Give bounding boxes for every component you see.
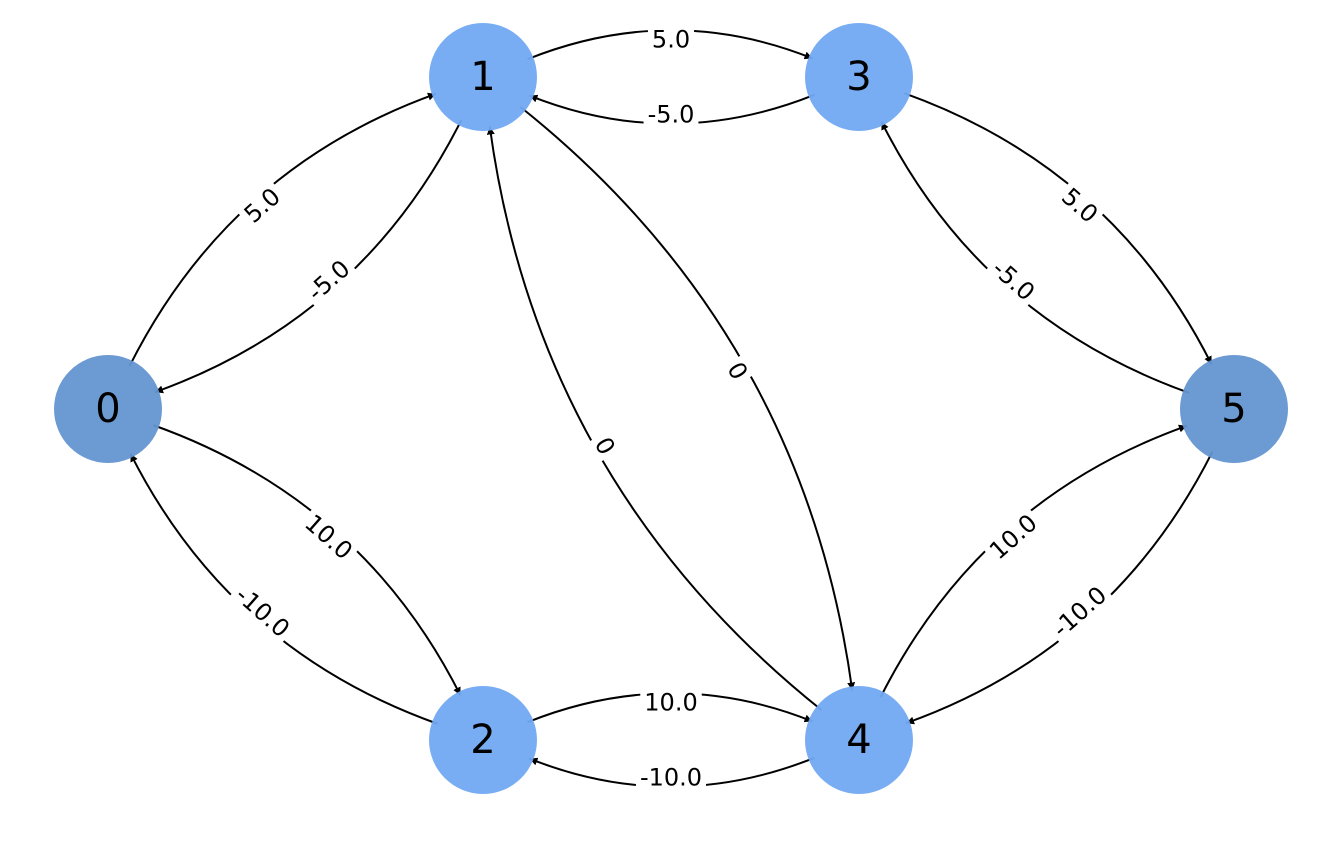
node-2-circle <box>429 686 537 794</box>
edge-label-1-to-3: 5.0 <box>647 23 695 56</box>
edge-label-text: 5.0 <box>1056 182 1103 228</box>
node-3: 3 <box>805 23 913 131</box>
edge-label-text: 5.0 <box>652 25 690 53</box>
edge-label-background <box>234 178 291 233</box>
edge-label-4-to-1: 0 <box>585 428 625 465</box>
node-0: 0 <box>54 355 162 463</box>
node-1-circle <box>429 23 537 131</box>
edge-label-text: -10.0 <box>640 764 702 792</box>
node-4: 4 <box>805 686 913 794</box>
node-5: 5 <box>1180 355 1288 463</box>
node-4-label: 4 <box>846 717 871 763</box>
edges-layer <box>128 29 1214 788</box>
node-2: 2 <box>429 686 537 794</box>
edge-label-1-to-4: 0 <box>717 352 757 389</box>
edge-label-text: -5.0 <box>648 101 695 129</box>
node-4-circle <box>805 686 913 794</box>
edge-label-3-to-5: 5.0 <box>1051 178 1108 233</box>
node-2-label: 2 <box>470 717 495 763</box>
edge-label-background <box>979 504 1048 570</box>
edge-label-background <box>585 428 625 465</box>
edge-label-text: 10.0 <box>644 688 697 716</box>
edge-label-0-to-2: 10.0 <box>294 504 363 570</box>
edge-label-background <box>297 250 360 311</box>
edge-label-background <box>294 504 363 570</box>
edge-label-background <box>1051 178 1108 233</box>
edge-label-4-to-5: 10.0 <box>979 504 1048 570</box>
node-0-label: 0 <box>95 386 120 432</box>
node-3-circle <box>805 23 913 131</box>
edge-label-4-to-2: -10.0 <box>635 761 707 794</box>
edge-label-background <box>643 98 699 131</box>
edge-label-5-to-4: -10.0 <box>1042 576 1117 648</box>
node-3-label: 3 <box>846 54 871 100</box>
node-5-circle <box>1180 355 1288 463</box>
edge-label-2-to-4: 10.0 <box>640 686 702 719</box>
edge-label-background <box>635 761 707 794</box>
edge-labels-layer: 5.0-5.010.0-10.05.0-5.00010.0-10.05.0-5.… <box>225 23 1117 794</box>
edge-label-text: 5.0 <box>239 182 286 228</box>
node-5-label: 5 <box>1221 386 1246 432</box>
nodes-layer: 0 1 2 3 4 5 <box>54 23 1288 794</box>
node-1: 1 <box>429 23 537 131</box>
node-1-label: 1 <box>470 54 495 100</box>
edge-label-5-to-3: -5.0 <box>982 250 1045 311</box>
edge-label-background <box>647 23 695 56</box>
edge-label-background <box>225 576 300 648</box>
edge-label-1-to-0: -5.0 <box>297 250 360 311</box>
node-0-circle <box>54 355 162 463</box>
edge-label-background <box>717 352 757 389</box>
edge-label-background <box>1042 576 1117 648</box>
edge-label-background <box>982 250 1045 311</box>
edge-label-0-to-1: 5.0 <box>234 178 291 233</box>
edge-label-2-to-0: -10.0 <box>225 576 300 648</box>
edge-label-background <box>640 686 702 719</box>
edge-label-3-to-1: -5.0 <box>643 98 699 131</box>
